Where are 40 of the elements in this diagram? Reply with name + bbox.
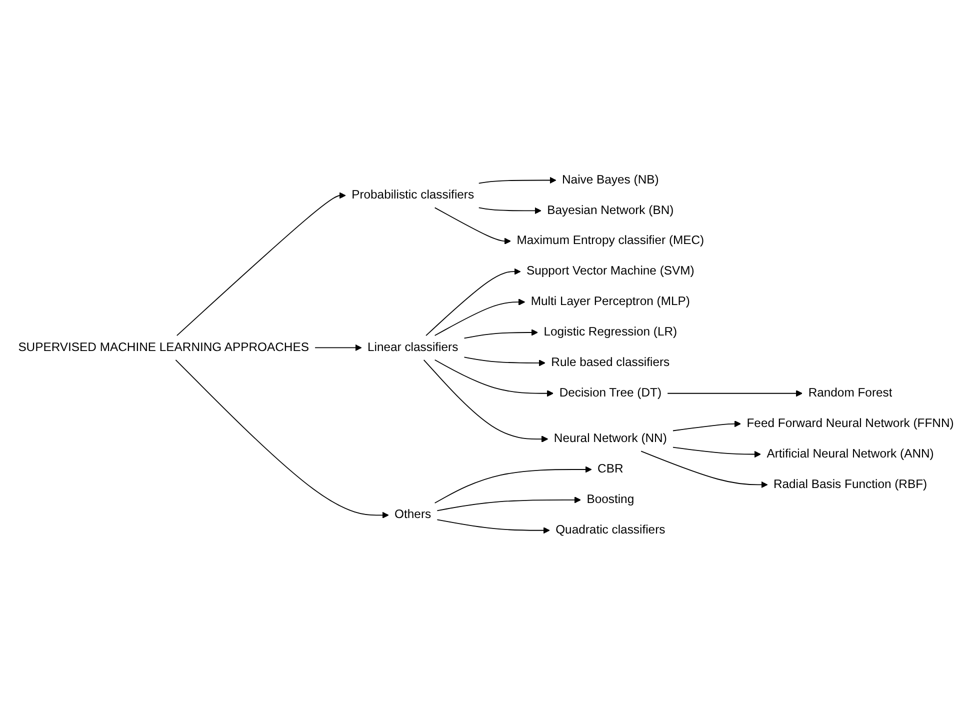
node-text: Artificial Neural Network (ANN) [766, 448, 934, 461]
node-text: Multi Layer Perceptron (MLP) [530, 295, 690, 308]
arrow [667, 390, 803, 397]
node-text: CBR [598, 462, 624, 476]
arrow [175, 360, 389, 519]
arrow [478, 207, 542, 214]
node-text: Rule based classifiers [551, 356, 670, 370]
node-text: Maximum Entropy classifier (MEC) [516, 234, 704, 248]
node-text: Radial Basis Function (RBF) [773, 478, 928, 491]
arrow [464, 356, 546, 366]
arrow [426, 268, 521, 336]
arrow [672, 420, 741, 432]
arrow [434, 298, 526, 336]
node-text: Decision Tree (DT) [559, 386, 662, 400]
node-text: Quadratic classifiers [556, 524, 666, 537]
arrow [314, 344, 362, 352]
arrow [434, 466, 592, 504]
arrow [478, 177, 556, 184]
tree-diagram: SUPERVISED MACHINE LEARNING APPROACHES Probabilistic classifiers Naive Bayes (NB) Bayesian Network (BN) Maximum Entropy classifier (MEC) Linear classifiers Support Vector Machine (SVM) Multi Layer Perceptron (MLP) Logistic Regression (LR) Rule based classifiers Decision Tree (DT) Random Forest Neural Network (NN) Feed Forward Neural Network (FFNN) Artificial Neural Network (ANN) Radial Basis Function (RBF) Others CBR Boosting Quadratic classifiers [6, 162, 966, 549]
arrow [423, 360, 548, 443]
node-text: Probabilistic classifiers [352, 188, 474, 202]
node-text: Logistic Regression (LR) [544, 326, 678, 339]
arrow [640, 450, 768, 488]
node-text: Feed Forward Neural Network (FFNN) [746, 417, 954, 430]
arrow [464, 329, 538, 339]
node-text: Boosting [586, 493, 634, 506]
node-text: Neural Network (NN) [554, 432, 667, 446]
node-text: Naive Bayes (NB) [562, 174, 659, 187]
arrow [436, 496, 581, 512]
node-text: Others [394, 508, 432, 522]
arrow [672, 447, 761, 458]
node-text: Bayesian Network (BN) [547, 204, 674, 217]
arrow [436, 519, 550, 534]
arrow [434, 207, 511, 245]
node-text: SUPERVISED MACHINE LEARNING APPROACHES [18, 341, 309, 354]
node-text: Linear classifiers [367, 341, 458, 354]
node-text: Support Vector Machine (SVM) [526, 264, 694, 278]
node-text: Random Forest [808, 386, 892, 400]
arrow [176, 192, 346, 336]
arrow [434, 360, 554, 397]
